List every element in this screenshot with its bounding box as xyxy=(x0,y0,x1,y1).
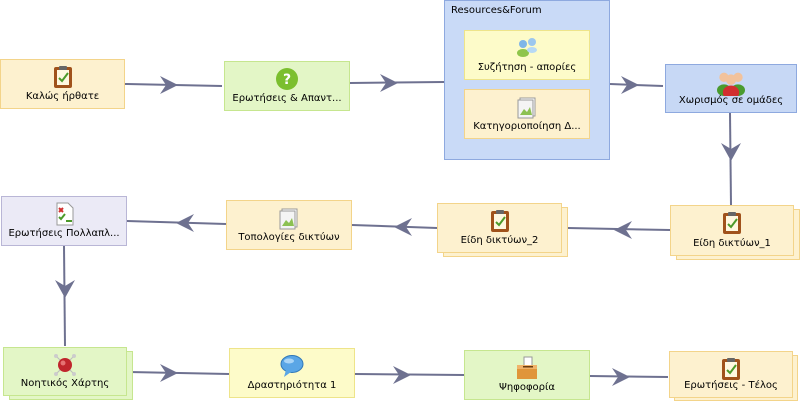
node-label: Ψηφοφορία xyxy=(499,382,555,393)
node-categorization[interactable]: Κατηγοριοποίηση Δ... xyxy=(464,89,590,139)
node-topologies[interactable]: Τοπολογίες δικτύων xyxy=(226,200,352,250)
node-activity[interactable]: Δραστηριότητα 1 xyxy=(229,348,355,398)
node-label: Ερωτήσεις & Απαντ... xyxy=(232,93,342,104)
node-label: Καλώς ήρθατε xyxy=(25,91,100,102)
speech-bubble-icon xyxy=(280,355,304,377)
node-label: Ερωτήσεις Πολλαπλ... xyxy=(8,228,120,239)
node-discussion[interactable]: Συζήτηση - απορίες xyxy=(464,30,590,80)
node-welcome[interactable]: Καλώς ήρθατε xyxy=(0,59,125,109)
arrow-welcome-qa xyxy=(160,76,178,94)
node-network-types-1[interactable]: Είδη δικτύων_1 xyxy=(670,205,794,256)
arrow-activity-voting xyxy=(393,366,411,384)
node-grouping[interactable]: Χωρισμός σε ομάδες xyxy=(665,64,797,113)
clipboard-icon xyxy=(53,66,72,88)
clipboard-icon xyxy=(490,210,509,232)
node-final-questions[interactable]: Ερωτήσεις - Τέλος xyxy=(669,351,793,398)
group-title: Resources&Forum xyxy=(451,5,542,16)
node-label: Δραστηριότητα 1 xyxy=(247,380,337,391)
node-label: Είδη δικτύων_1 xyxy=(693,238,771,249)
node-label: Είδη δικτύων_2 xyxy=(460,235,539,246)
node-label: Ερωτήσεις - Τέλος xyxy=(684,380,778,391)
ballot-icon xyxy=(517,356,537,379)
mindmap-icon xyxy=(54,354,76,376)
clipboard-icon xyxy=(723,212,741,234)
node-label: Τοπολογίες δικτύων xyxy=(238,232,340,243)
svg-text:?: ? xyxy=(283,72,291,88)
node-label: Νοητικός Χάρτης xyxy=(20,378,110,389)
arrow-types2-topologies xyxy=(394,218,412,236)
arrow-topologies-mcq xyxy=(176,214,194,232)
checklist-icon xyxy=(56,202,74,226)
clipboard-icon xyxy=(722,358,740,380)
edge-types2-topologies xyxy=(351,224,438,229)
node-voting[interactable]: Ψηφοφορία xyxy=(464,350,590,400)
question-icon: ? xyxy=(276,68,298,90)
arrow-voting-final xyxy=(612,368,630,386)
people-icon xyxy=(517,38,537,57)
node-network-types-2[interactable]: Είδη δικτύων_2 xyxy=(437,203,562,253)
edge-topologies-mcq xyxy=(126,220,227,225)
edge-mindmap-activity xyxy=(128,371,230,375)
image-icon xyxy=(279,208,298,230)
arrow-mindmap-activity xyxy=(160,364,178,382)
node-mcq[interactable]: Ερωτήσεις Πολλαπλ... xyxy=(1,196,127,246)
node-mindmap[interactable]: Νοητικός Χάρτης xyxy=(3,347,127,396)
node-label: Χωρισμός σε ομάδες xyxy=(678,95,784,106)
node-label: Συζήτηση - απορίες xyxy=(477,62,577,73)
arrow-grouping-types1 xyxy=(721,143,741,161)
image-icon xyxy=(517,97,536,119)
node-label: Κατηγοριοποίηση Δ... xyxy=(473,121,581,132)
arrow-types1-types2 xyxy=(614,221,632,239)
node-qa[interactable]: ? Ερωτήσεις & Απαντ... xyxy=(224,61,350,111)
arrow-mcq-mindmap xyxy=(55,280,75,298)
arrow-qa-group xyxy=(380,74,398,92)
arrow-group-grouping xyxy=(621,76,639,94)
group-icon xyxy=(717,72,745,96)
